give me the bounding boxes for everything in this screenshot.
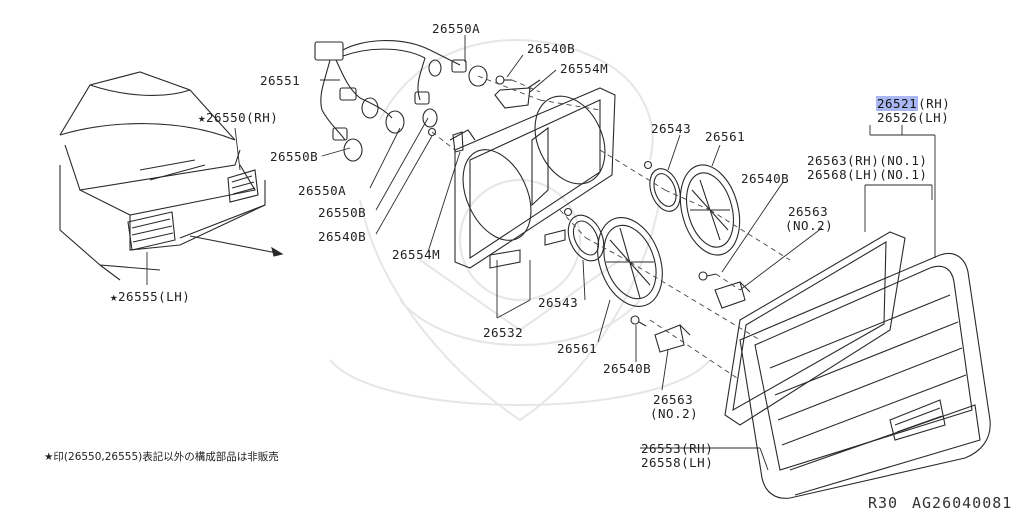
label-26521-number: 26521 (876, 96, 919, 111)
label-26563-rh-no1: 26563(RH)(NO.1) (807, 153, 928, 168)
watermark-emblem (329, 39, 711, 422)
label-26526-lh: 26526(LH) (877, 110, 950, 125)
screw-26540b-left (427, 127, 437, 137)
label-26540b-right: 26540B (741, 171, 790, 186)
footer-diagram-code: AG26040081 (912, 494, 1013, 512)
gasket-26543-upper (649, 168, 681, 212)
label-26521-rh: 26521(RH) (876, 96, 951, 111)
bracket-26563-no2-lower (654, 324, 691, 353)
label-26561-top: 26561 (705, 129, 746, 144)
label-26568-lh-no1: 26568(LH)(NO.1) (807, 167, 928, 182)
label-26550-rh: ★26550(RH) (198, 110, 279, 125)
screw-26540b-housing (563, 207, 573, 217)
label-26532: 26532 (483, 325, 524, 340)
car-rear-illustration (59, 71, 266, 281)
footnote-non-sale: ★印(26550,26555)表記以外の構成部品は非販売 (44, 451, 279, 463)
label-26561-low: 26561 (557, 341, 598, 356)
bracket-26554m-upper (494, 79, 541, 109)
label-26521-side: (RH) (918, 96, 951, 111)
assembly-dashed-lines (431, 75, 791, 381)
leader-lines (146, 35, 936, 471)
direction-arrow (189, 235, 284, 257)
lamp-housing-26532 (449, 87, 616, 269)
label-26554m-top: 26554M (560, 61, 609, 76)
label-26554m-mid: 26554M (392, 247, 441, 262)
label-26551: 26551 (260, 73, 301, 88)
label-26563-no2-right-sub: (NO.2) (785, 218, 834, 233)
gasket-frame-no1 (724, 231, 906, 426)
label-26540b-top: 26540B (527, 41, 576, 56)
label-26558-lh: 26558(LH) (641, 455, 714, 470)
screw-26540b-lower (630, 315, 647, 327)
label-26550a-mid: 26550A (298, 183, 347, 198)
label-26550a-top: 26550A (432, 21, 481, 36)
label-26543-mid: 26543 (538, 295, 579, 310)
label-26540b-left: 26540B (318, 229, 367, 244)
wiring-harness-with-bulbs (314, 40, 488, 162)
footer-model: R30 (868, 494, 899, 512)
label-26550b-mid: 26550B (318, 205, 367, 220)
bracket-26554m-mid (452, 131, 464, 153)
label-26550b-left: 26550B (270, 149, 319, 164)
gasket-26543-lower (567, 214, 605, 262)
label-26555-lh: ★26555(LH) (110, 289, 191, 304)
label-26540b-low: 26540B (603, 361, 652, 376)
screw-26540b-right (698, 271, 717, 281)
label-26563-low-sub: (NO.2) (650, 406, 699, 421)
label-26543-top: 26543 (651, 121, 692, 136)
screw-26540b-upper (495, 75, 512, 85)
screw-26540b-mid (643, 160, 653, 170)
label-26563-low: 26563 (653, 392, 694, 407)
combination-lens-26553 (739, 253, 991, 499)
label-26553-rh: 26553(RH) (641, 441, 714, 456)
label-26563-no2-right: 26563 (788, 204, 829, 219)
